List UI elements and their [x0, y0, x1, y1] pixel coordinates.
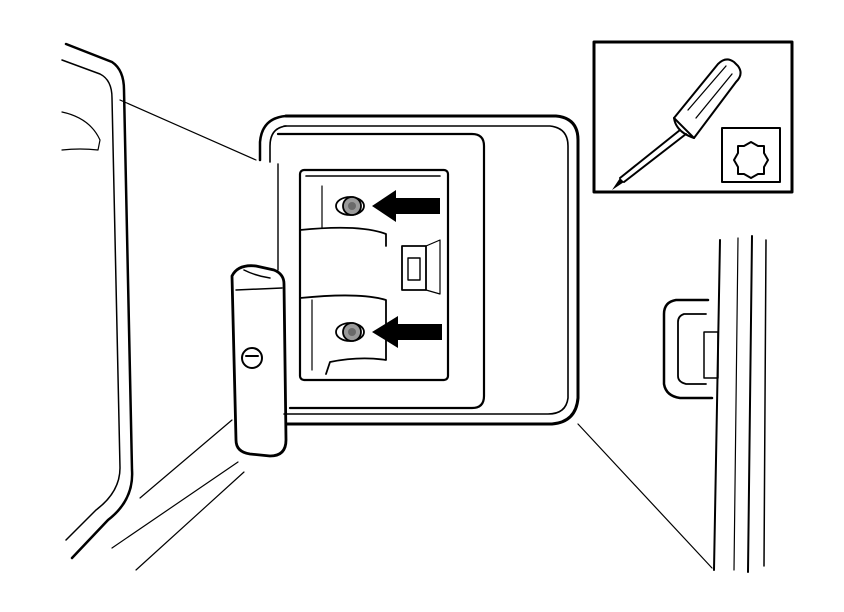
tool-inset	[592, 40, 794, 194]
left-body-panel	[61, 42, 257, 571]
screwdriver-icon	[612, 58, 742, 190]
torx-screw-upper	[335, 196, 365, 216]
door-latch-striker	[662, 298, 719, 400]
bracket-cavity	[298, 168, 450, 382]
arrow-icon-lower	[372, 316, 442, 348]
access-panel	[258, 114, 580, 426]
torx-screw-lower	[335, 322, 365, 342]
arrow-icon-upper	[372, 190, 440, 222]
right-door-jamb	[577, 235, 767, 573]
cover-flap	[230, 264, 288, 458]
torx-bit-icon	[721, 127, 781, 183]
